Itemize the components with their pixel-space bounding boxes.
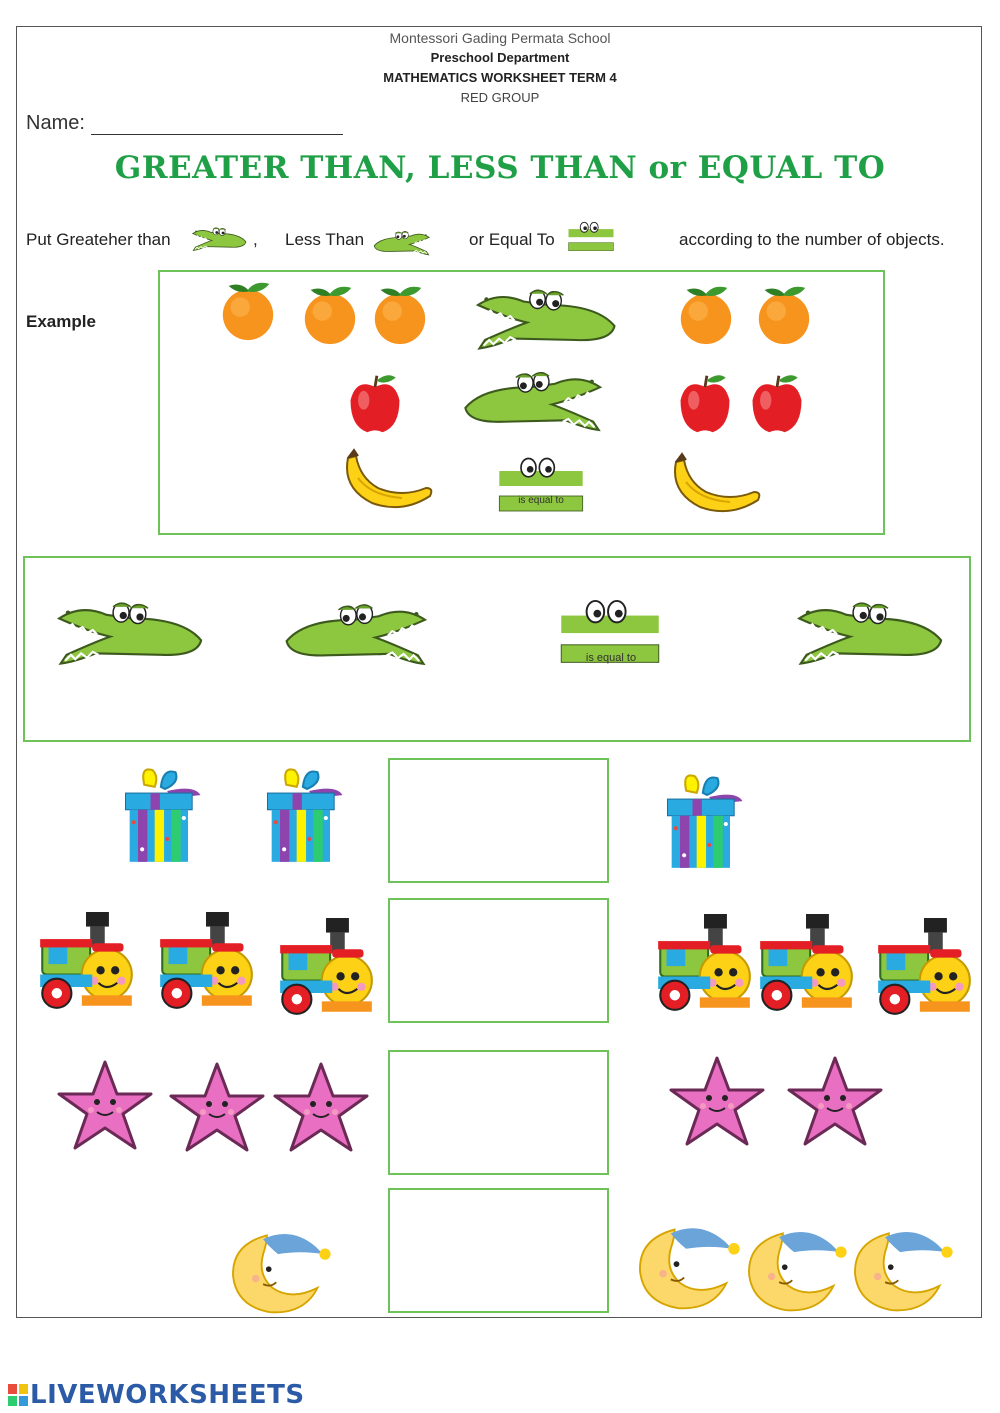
star-icon xyxy=(273,1062,369,1152)
crocodile-greater-icon xyxy=(192,227,247,251)
banana-icon xyxy=(346,449,433,509)
name-label: Name: xyxy=(26,112,85,134)
gift-icon xyxy=(266,768,344,863)
apple-icon xyxy=(349,373,401,434)
example-label: Example xyxy=(26,312,96,331)
crocodile-less-icon xyxy=(370,226,432,260)
orange-icon xyxy=(374,286,426,345)
answer-box-1[interactable] xyxy=(388,758,609,883)
instruction-rest: according to the number of objects. xyxy=(679,230,945,249)
example-box xyxy=(158,270,885,535)
symbol-choices-box xyxy=(23,556,971,742)
star-icon xyxy=(669,1056,765,1146)
worksheet-frame xyxy=(16,26,982,1318)
liveworksheets-logo-icon xyxy=(8,1384,28,1406)
moon-icon xyxy=(232,1233,332,1314)
star-icon xyxy=(57,1060,153,1150)
equal-sign-icon xyxy=(498,457,584,512)
worksheet-name: MATHEMATICS WORKSHEET TERM 4 xyxy=(383,70,617,85)
moon-icon xyxy=(748,1231,848,1312)
train-icon xyxy=(877,916,971,1015)
apple-icon xyxy=(751,373,803,434)
star-icon xyxy=(169,1062,265,1152)
train-icon xyxy=(39,910,133,1009)
group-name: RED GROUP xyxy=(460,90,540,105)
star-icon xyxy=(787,1056,883,1146)
crocodile-greater-choice[interactable] xyxy=(792,590,952,676)
school-name: Montessori Gading Permata School xyxy=(389,30,611,46)
footer-brand: LIVEWORKSHEETS xyxy=(30,1380,305,1410)
train-icon xyxy=(159,910,253,1009)
equal-sign-icon xyxy=(568,221,614,252)
orange-icon xyxy=(222,282,274,341)
train-icon xyxy=(759,912,853,1011)
instruction-put: Put Greateher than xyxy=(26,230,171,249)
gift-icon xyxy=(666,774,744,869)
answer-box-4[interactable] xyxy=(388,1188,609,1313)
crocodile-less-icon xyxy=(455,365,607,437)
answer-box-2[interactable] xyxy=(388,898,609,1023)
banana-icon xyxy=(674,453,761,513)
instruction-equal: or Equal To xyxy=(469,230,555,249)
moon-icon xyxy=(854,1231,954,1312)
orange-icon xyxy=(304,286,356,345)
answer-box-3[interactable] xyxy=(388,1050,609,1175)
name-field[interactable] xyxy=(90,114,343,135)
crocodile-less-choice[interactable] xyxy=(276,588,432,680)
crocodile-greater-icon xyxy=(476,289,616,350)
name-row: Name: xyxy=(26,112,343,135)
department-name: Preschool Department xyxy=(430,50,570,65)
orange-icon xyxy=(680,286,732,345)
crocodile-greater-choice[interactable] xyxy=(52,590,212,676)
instruction-less: Less Than xyxy=(285,230,365,249)
instruction-comma: , xyxy=(253,230,258,249)
equal-sign-label: is equal to xyxy=(518,495,564,506)
gift-icon xyxy=(124,768,202,863)
equal-sign-choice-label: is equal to xyxy=(585,652,637,664)
orange-icon xyxy=(758,286,810,345)
liveworksheets-logo: LIVEWORKSHEETS xyxy=(8,1380,305,1410)
train-icon xyxy=(279,916,373,1015)
equal-sign-choice[interactable] xyxy=(556,598,664,676)
page-title: GREATER THAN, LESS THAN or EQUAL TO xyxy=(114,150,886,186)
apple-icon xyxy=(679,373,731,434)
moon-icon xyxy=(639,1227,741,1310)
train-icon xyxy=(657,912,751,1011)
